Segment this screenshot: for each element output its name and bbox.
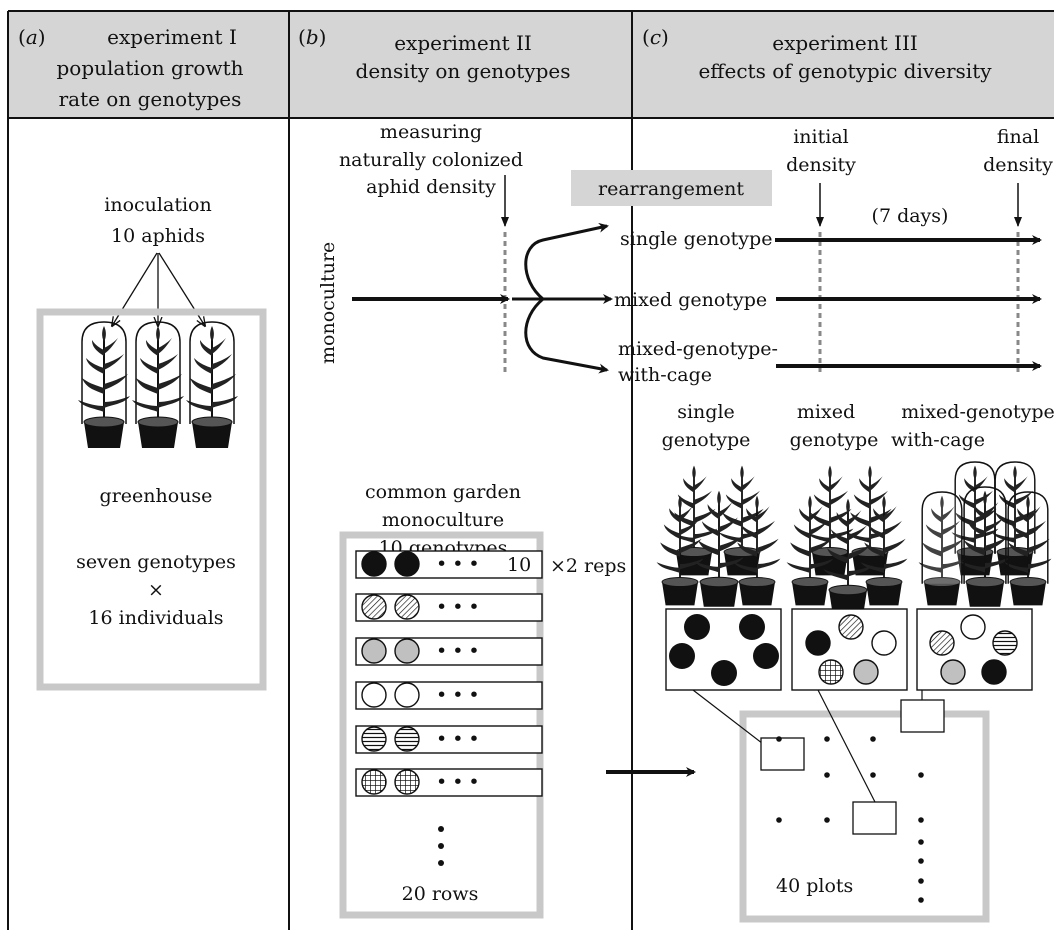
field-plot-cage	[900, 699, 945, 733]
garden-box	[339, 531, 544, 919]
treatment-single: single genotype	[620, 228, 772, 250]
svg-text:•••: •••	[436, 771, 485, 793]
panel-c-title-1: experiment III	[772, 31, 918, 55]
garden-row-6: •••	[355, 768, 543, 797]
plants-cage-label-1: mixed-genotype	[901, 401, 1054, 423]
panel-b-letter: b	[306, 25, 319, 49]
svg-text:(b): (b)	[298, 25, 326, 49]
link-mixed	[817, 689, 876, 803]
svg-text:•••: •••	[436, 596, 485, 618]
rows-label: 20 rows	[402, 883, 479, 905]
rearrangement-label: rearrangement	[598, 178, 744, 200]
panel-a-title-2: population growth	[56, 56, 243, 80]
final-density-2: density	[983, 154, 1053, 176]
measuring-label-1: measuring	[380, 121, 482, 143]
svg-text:(c): (c)	[642, 25, 669, 49]
greenhouse-label: greenhouse	[100, 485, 213, 507]
plants-cage-label-2: with-cage	[891, 429, 985, 451]
treatment-cage-2: with-cage	[618, 364, 712, 386]
plots-label: 40 plots	[776, 875, 853, 897]
garden-row-2: •••	[355, 593, 543, 622]
plants-mixed-label-1: mixed	[797, 401, 855, 423]
garden-row-1: ••• 10	[355, 550, 543, 579]
panel-a-title-1: experiment I	[107, 25, 237, 49]
panel-b-title-2: density on genotypes	[356, 59, 571, 83]
plants-single-label-2: genotype	[662, 429, 751, 451]
garden-label-1: common garden	[365, 481, 521, 503]
garden-row-5: •••	[355, 725, 543, 754]
branch-arrow-up	[524, 222, 609, 301]
panel-c-title-2: effects of genotypic diversity	[698, 59, 992, 83]
monoculture-label: monoculture	[317, 242, 339, 364]
svg-text:(a): (a)	[18, 25, 46, 49]
final-density-1: final	[997, 126, 1039, 148]
treatment-mixed: mixed genotype	[614, 289, 767, 311]
design-line-2: ×	[148, 579, 164, 601]
panel-a-title-3: rate on genotypes	[59, 87, 242, 111]
plants-mixed-group	[785, 464, 909, 616]
panel-b-title-1: experiment II	[394, 31, 532, 55]
panel-c-letter: c	[650, 25, 661, 49]
initial-density-1: initial	[793, 126, 849, 148]
field-plot-dots	[776, 736, 924, 903]
plants-single-label-1: single	[677, 401, 735, 423]
plot-layout-single	[665, 608, 782, 691]
svg-text:•••: •••	[436, 728, 485, 750]
field-box	[739, 710, 990, 923]
treatment-cage-1: mixed-genotype-	[618, 338, 778, 360]
branch-arrow-down	[524, 297, 609, 374]
design-line-3: 16 individuals	[88, 607, 223, 629]
greenhouse-box	[36, 308, 267, 691]
inoculation-label-1: inoculation	[104, 194, 211, 216]
plants-mixed-label-2: genotype	[790, 429, 879, 451]
field-plot-single	[760, 737, 805, 771]
header-band	[8, 11, 1054, 118]
garden-row-4: •••	[355, 681, 543, 710]
duration-label: (7 days)	[872, 205, 949, 227]
field-plot-mixed	[852, 801, 897, 835]
caged-plant-2	[131, 321, 185, 449]
garden-rows-ellipsis	[438, 826, 444, 866]
design-line-1: seven genotypes	[76, 551, 236, 573]
rearrangement-box	[571, 170, 772, 206]
row-count-label: 10	[507, 554, 531, 576]
svg-text:•••: •••	[436, 684, 485, 706]
plants-cage-group	[917, 461, 1053, 608]
garden-label-2: monoculture	[382, 509, 504, 531]
svg-text:•••: •••	[436, 640, 485, 662]
measuring-label-3: aphid density	[366, 176, 496, 198]
panel-a-letter: a	[26, 25, 38, 49]
plants-single-group	[655, 464, 782, 608]
garden-row-3: •••	[355, 637, 543, 666]
reps-label: ×2 reps	[550, 555, 626, 577]
svg-text:•••: •••	[436, 553, 485, 575]
initial-density-2: density	[786, 154, 856, 176]
measuring-label-2: naturally colonized	[339, 149, 523, 171]
caged-plant-3	[185, 321, 239, 449]
caged-plant-1	[77, 321, 131, 449]
plot-layout-mixed	[791, 608, 908, 691]
plot-layout-cage	[916, 608, 1033, 691]
inoculation-label-2: 10 aphids	[111, 225, 205, 247]
